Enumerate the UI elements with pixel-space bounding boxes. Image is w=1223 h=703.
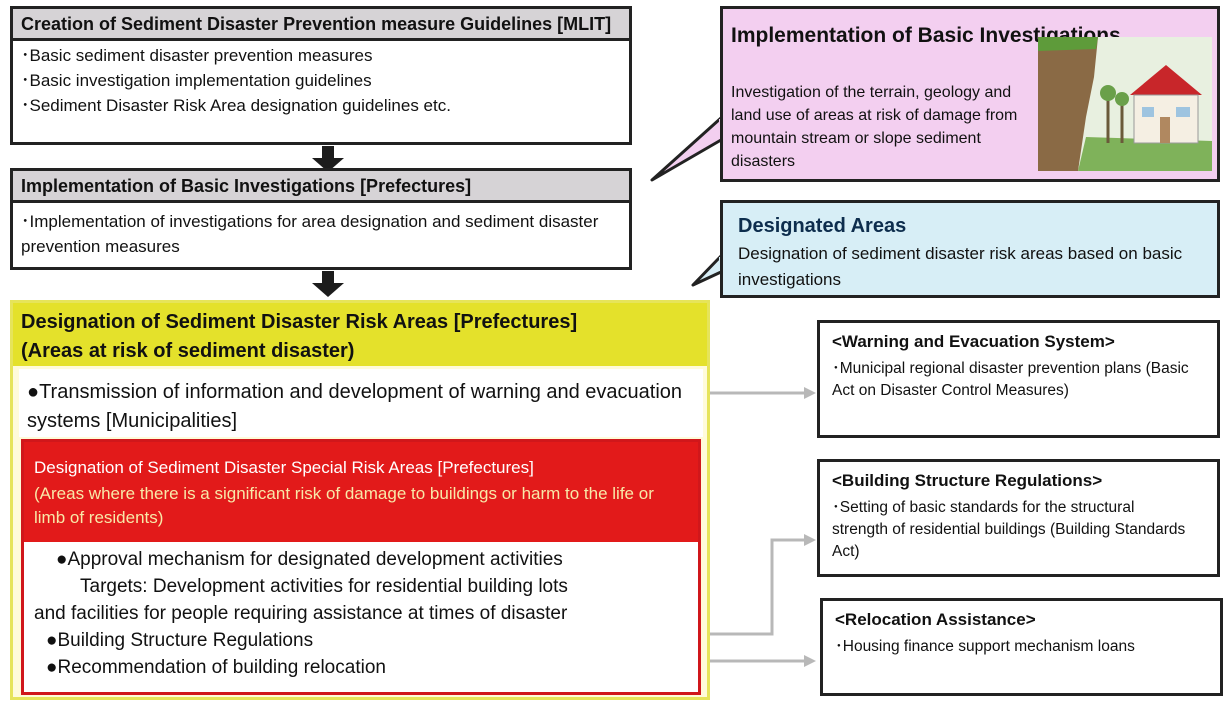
- special-risk-areas-box: Designation of Sediment Disaster Special…: [21, 439, 701, 695]
- basic-investigations-text: ･Implementation of investigations for ar…: [21, 212, 599, 256]
- relocation-assistance-box: <Relocation Assistance> ･Housing finance…: [820, 598, 1223, 696]
- guidelines-item: ･Sediment Disaster Risk Area designation…: [21, 96, 451, 115]
- guidelines-list: ･Basic sediment disaster prevention meas…: [13, 41, 629, 118]
- risk-areas-title: Designation of Sediment Disaster Risk Ar…: [21, 311, 578, 333]
- list-item: ●Building Structure Regulations: [46, 630, 314, 651]
- warning-evacuation-title: <Warning and Evacuation System>: [832, 332, 1115, 351]
- transmission-panel: ●Transmission of information and develop…: [19, 369, 703, 437]
- designated-areas-desc: Designation of sediment disaster risk ar…: [738, 244, 1183, 289]
- building-structure-title: <Building Structure Regulations>: [832, 471, 1103, 490]
- investigations-callout: Implementation of Basic Investigations I…: [720, 6, 1220, 182]
- down-arrow-icon: [312, 146, 344, 172]
- risk-areas-box: Designation of Sediment Disaster Risk Ar…: [10, 300, 710, 700]
- special-risk-areas-subtitle: (Areas where there is a significant risk…: [34, 484, 654, 527]
- guidelines-item: ･Basic investigation implementation guid…: [21, 71, 372, 90]
- guidelines-item: ･Basic sediment disaster prevention meas…: [21, 46, 373, 65]
- building-structure-desc: ･Setting of basic standards for the stru…: [832, 499, 1186, 560]
- house-slope-illustration: [1038, 37, 1212, 171]
- special-risk-areas-items: ●Approval mechanism for designated devel…: [34, 546, 568, 681]
- guidelines-title: Creation of Sediment Disaster Prevention…: [13, 9, 629, 41]
- designated-areas-callout: Designated Areas Designation of sediment…: [720, 200, 1220, 298]
- relocation-assistance-desc: ･Housing finance support mechanism loans: [835, 638, 1135, 655]
- investigations-callout-desc: Investigation of the terrain, geology an…: [731, 84, 1018, 170]
- down-arrow-icon: [312, 271, 344, 299]
- list-item: ●Approval mechanism for designated devel…: [56, 549, 563, 570]
- risk-areas-subtitle: (Areas at risk of sediment disaster): [21, 340, 355, 362]
- basic-investigations-title: Implementation of Basic Investigations […: [13, 171, 629, 203]
- designated-areas-title: Designated Areas: [738, 215, 907, 237]
- list-item: ●Recommendation of building relocation: [46, 657, 386, 678]
- warning-evacuation-box: <Warning and Evacuation System> ･Municip…: [817, 320, 1220, 438]
- special-risk-areas-title: Designation of Sediment Disaster Special…: [34, 458, 534, 477]
- building-structure-box: <Building Structure Regulations> ･Settin…: [817, 459, 1220, 577]
- list-item: Targets: Development activities for resi…: [80, 576, 568, 597]
- basic-investigations-box: Implementation of Basic Investigations […: [10, 168, 632, 270]
- special-risk-areas-header: Designation of Sediment Disaster Special…: [24, 442, 698, 542]
- warning-evacuation-desc: ･Municipal regional disaster prevention …: [832, 360, 1189, 399]
- guidelines-box: Creation of Sediment Disaster Prevention…: [10, 6, 632, 145]
- list-item: and facilities for people requiring assi…: [34, 603, 568, 624]
- transmission-text: ●Transmission of information and develop…: [27, 381, 683, 432]
- risk-areas-header: Designation of Sediment Disaster Risk Ar…: [13, 303, 707, 366]
- investigations-callout-title: Implementation of Basic Investigations: [731, 24, 1121, 47]
- relocation-assistance-title: <Relocation Assistance>: [835, 610, 1036, 629]
